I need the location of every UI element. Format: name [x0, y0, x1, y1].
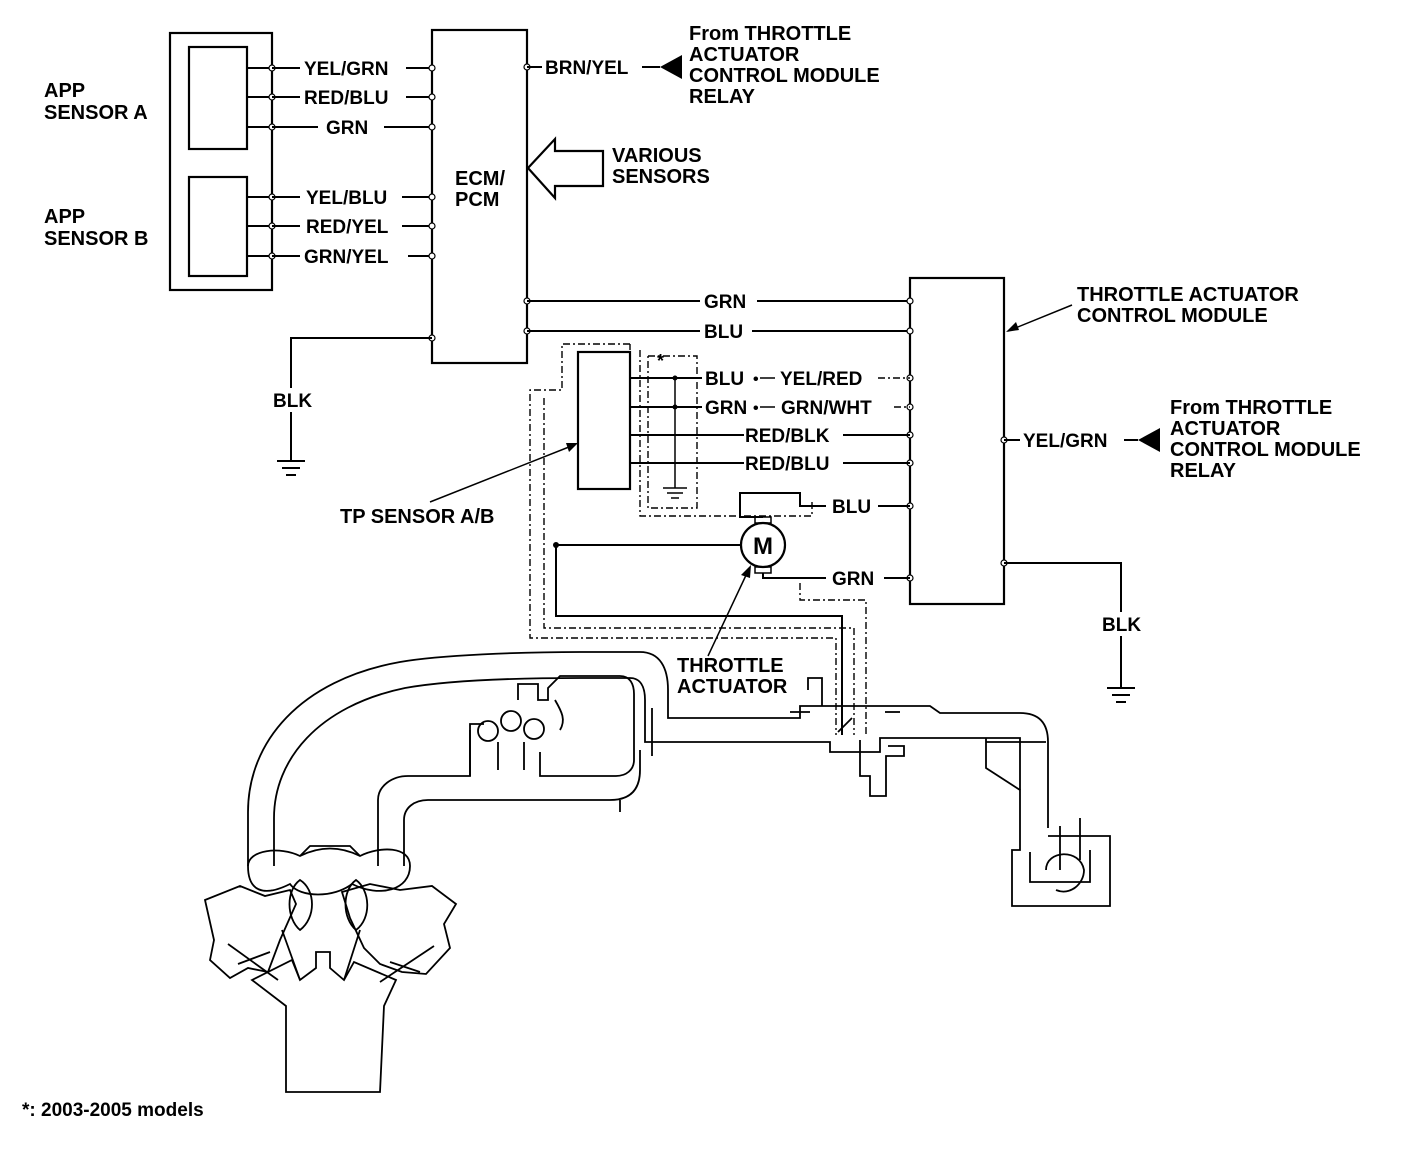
- wire-label-app-b-3: GRN/YEL: [304, 247, 389, 268]
- tacm-box: [906, 276, 1008, 606]
- wire-label-tp-yelred: YEL/RED: [780, 369, 862, 390]
- wire-label-relay-right: YEL/GRN: [1023, 431, 1107, 452]
- svg-text:•: •: [753, 400, 759, 417]
- wire-label-tp-blu: BLU: [705, 369, 744, 390]
- wire-label-app-b-2: RED/YEL: [306, 217, 389, 238]
- wire-label-tp-redblk: RED/BLK: [745, 426, 830, 447]
- relay-right-label: From THROTTLE ACTUATOR CONTROL MODULE RE…: [1170, 397, 1366, 482]
- wire-label-app-b-1: YEL/BLU: [306, 188, 387, 209]
- tacm-ground: [1004, 562, 1135, 703]
- app-sensor-a-label: APP SENSOR A: [44, 80, 148, 124]
- relay-right-arrow: [1138, 428, 1160, 452]
- relay-top-label: From THROTTLE ACTUATOR CONTROL MODULE RE…: [689, 23, 885, 108]
- wire-label-app-a-1: YEL/GRN: [304, 59, 388, 80]
- wire-label-tacm-ground: BLK: [1102, 615, 1141, 636]
- wire-label-app-a-2: RED/BLU: [304, 88, 388, 109]
- wire-label-ecm-ground: BLK: [273, 391, 312, 412]
- wire-label-app-a-3: GRN: [326, 118, 368, 139]
- ecm-pcm-box: [428, 28, 531, 365]
- intake-engine-illustration: [203, 651, 1111, 1093]
- star-mark: *: [657, 351, 664, 371]
- various-sensors-arrow: [526, 136, 605, 201]
- relay-top-arrow: [660, 55, 682, 79]
- motor-symbol: M: [753, 533, 773, 560]
- app-sensor-assembly: [168, 31, 276, 292]
- wire-label-motor-blu: BLU: [832, 497, 871, 518]
- svg-text:•: •: [753, 371, 759, 388]
- app-sensor-b-element: [187, 175, 249, 278]
- various-sensors-label: VARIOUS SENSORS: [612, 145, 710, 188]
- ecm-label: ECM/ PCM: [455, 168, 511, 211]
- wire-label-tp-redblu: RED/BLU: [745, 454, 829, 475]
- wire-label-tp-grn: GRN: [705, 398, 747, 419]
- harness-dashed-outline: [529, 343, 867, 735]
- tacm-label: THROTTLE ACTUATOR CONTROL MODULE: [1077, 284, 1304, 327]
- tp-sensor: [576, 350, 910, 499]
- throttle-actuator-label: THROTTLE ACTUATOR: [677, 655, 789, 698]
- wire-label-tp-grnwht: GRN/WHT: [781, 398, 872, 419]
- wire-label-motor-grn: GRN: [832, 569, 874, 590]
- app-sensor-b-label: APP SENSOR B: [44, 206, 148, 250]
- app-sensor-a-element: [187, 45, 249, 151]
- wire-label-ecm-tacm-2: BLU: [704, 322, 743, 343]
- footnote: *: 2003-2005 models: [22, 1100, 204, 1121]
- wire-label-relay-top: BRN/YEL: [545, 58, 629, 79]
- tp-sensor-label: TP SENSOR A/B: [340, 506, 494, 528]
- app-wires: [272, 67, 432, 257]
- throttle-motor: M: [553, 492, 910, 735]
- wire-label-ecm-tacm-1: GRN: [704, 292, 746, 313]
- ecm-ground: [277, 337, 432, 476]
